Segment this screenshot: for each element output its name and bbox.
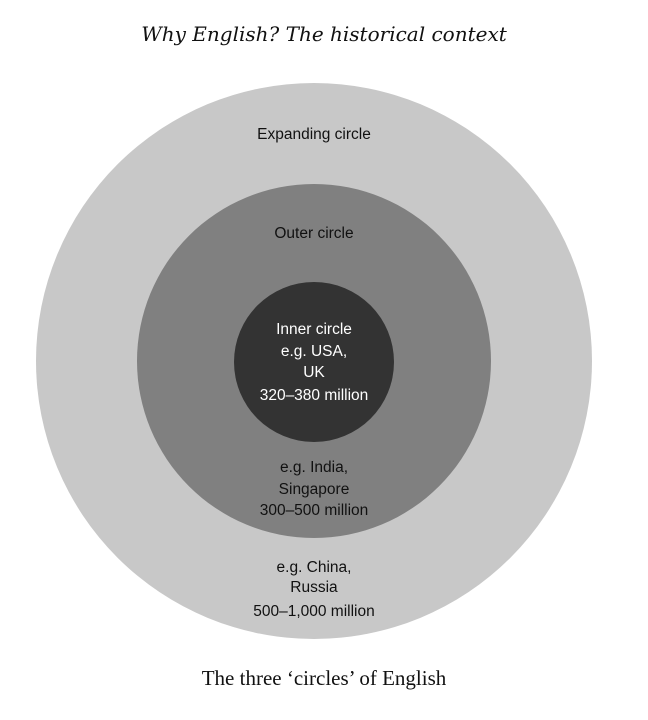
inner-circle — [234, 282, 394, 442]
expanding-circle-label: Expanding circle — [257, 126, 371, 143]
outer-circle-label: Outer circle — [274, 225, 353, 242]
inner-circle-label: Inner circle — [276, 321, 352, 338]
expanding-circle-examples-2: Russia — [290, 579, 338, 596]
inner-circle-examples-2: UK — [303, 364, 325, 381]
expanding-circle-examples-1: e.g. China, — [277, 559, 352, 576]
figure-caption: The three ‘circles’ of English — [201, 666, 447, 690]
outer-circle-speakers: 300–500 million — [260, 502, 369, 519]
outer-circle-examples-1: e.g. India, — [280, 459, 348, 476]
inner-circle-speakers: 320–380 million — [260, 387, 369, 404]
outer-circle-examples-2: Singapore — [279, 481, 350, 498]
expanding-circle-speakers: 500–1,000 million — [253, 603, 375, 620]
inner-circle-examples-1: e.g. USA, — [281, 343, 347, 360]
page-header-title: Why English? The historical context — [141, 22, 507, 46]
